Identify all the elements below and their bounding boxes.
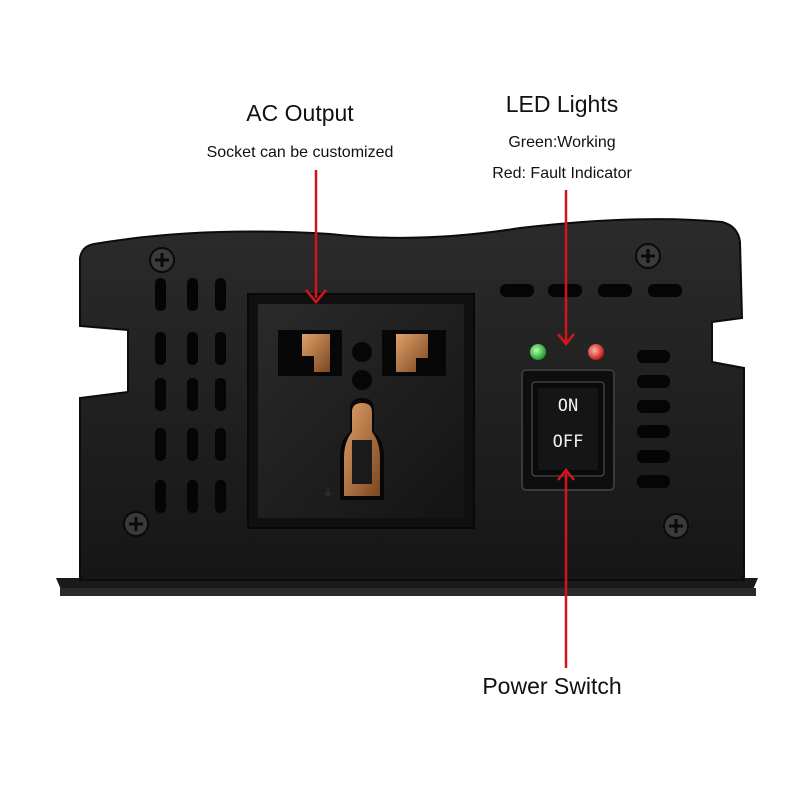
red-led — [588, 344, 604, 360]
ac-socket: ⏚ — [247, 293, 475, 529]
switch-off-label: OFF — [552, 432, 584, 452]
svg-text:⏚: ⏚ — [322, 485, 334, 499]
power-switch-title: Power Switch — [482, 673, 622, 699]
screw-icon — [123, 511, 149, 537]
right-vents — [637, 350, 670, 488]
top-right-vents — [500, 284, 682, 297]
green-led — [530, 344, 546, 360]
ac-output-title: AC Output — [246, 100, 354, 126]
screw-icon — [149, 247, 175, 273]
base-plate-front — [60, 588, 756, 596]
switch-on-label: ON — [557, 396, 579, 416]
power-switch-arrow — [557, 467, 575, 668]
led-green-description: Green:Working — [508, 134, 616, 151]
screw-icon — [635, 243, 661, 269]
left-vents — [155, 278, 226, 513]
led-lights-arrow — [557, 190, 575, 347]
power-switch[interactable] — [521, 369, 615, 491]
screw-icon — [663, 513, 689, 539]
led-red-description: Red: Fault Indicator — [492, 165, 632, 182]
ac-output-subtitle: Socket can be customized — [206, 144, 394, 161]
led-lights-title: LED Lights — [505, 91, 619, 117]
ac-output-arrow — [305, 170, 327, 304]
